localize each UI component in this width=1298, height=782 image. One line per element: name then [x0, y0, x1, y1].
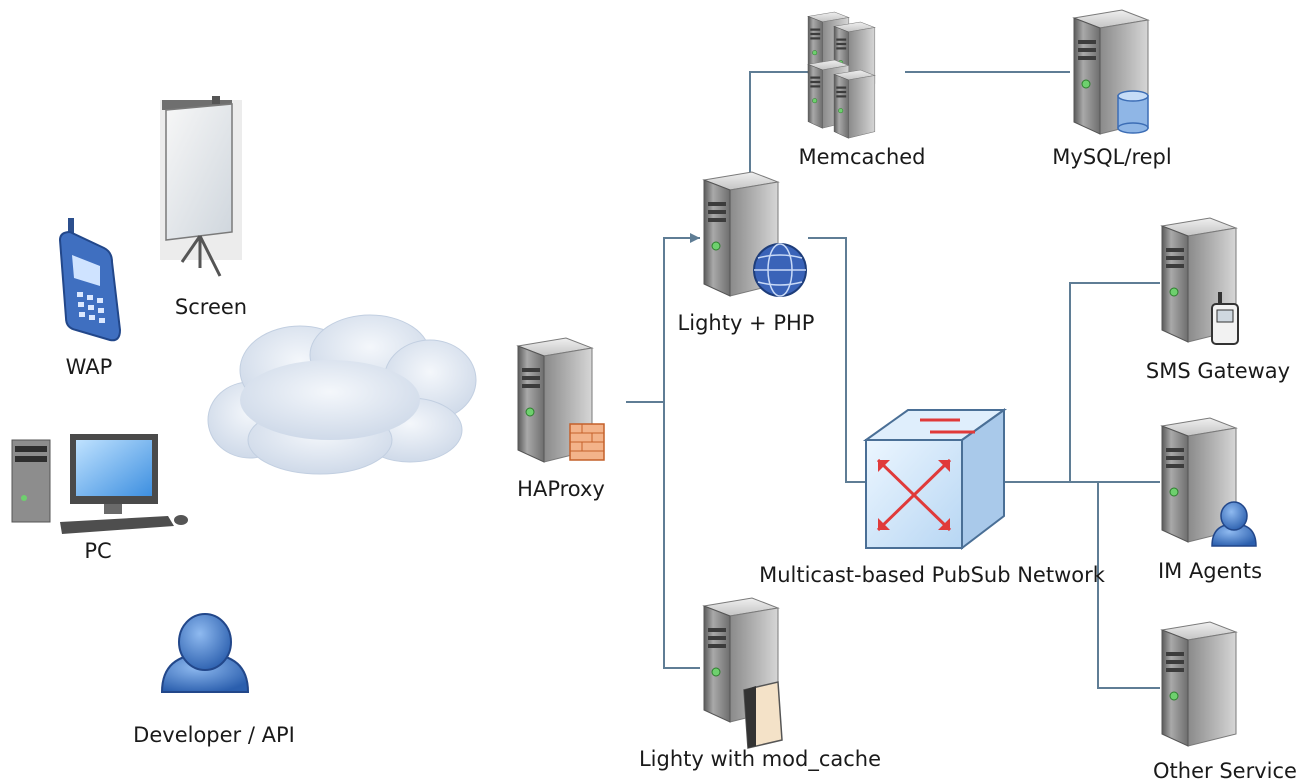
haproxy-server-icon: [517, 337, 605, 463]
person-icon: [1211, 501, 1257, 547]
im-agents-server-icon: [1161, 417, 1257, 547]
person-icon: [160, 613, 250, 693]
server-cluster-icon: [807, 11, 876, 139]
wap-node: WAP: [58, 218, 122, 379]
screen-label: Screen: [175, 295, 247, 319]
lighty-php-server-icon: [703, 171, 807, 297]
sms-gateway-node: SMS Gateway: [1146, 217, 1290, 383]
sms-gateway-label: SMS Gateway: [1146, 359, 1290, 383]
mobile-phone-icon: [1211, 292, 1239, 345]
desktop-computer-icon: [11, 434, 188, 534]
router-cube-icon: [862, 408, 1008, 551]
lighty-cache-label: Lighty with mod_cache: [639, 747, 881, 772]
other-service-label: Other Service: [1153, 759, 1297, 782]
database-icon: [1117, 90, 1149, 134]
arrow-head-icon: [690, 233, 700, 243]
other-service-node: Other Service: [1153, 621, 1297, 782]
developer-node: Developer / API: [133, 613, 295, 747]
lighty-cache-server-icon: [703, 597, 783, 749]
connector-php-memcached: [749, 71, 810, 176]
lighty-php-node: Lighty + PHP: [678, 171, 815, 335]
globe-icon: [753, 243, 807, 297]
mysql-node: MySQL/repl: [1052, 9, 1172, 169]
mysql-server-icon: [1073, 9, 1149, 135]
connector-other: [1097, 482, 1160, 689]
internet-cloud-icon: [207, 314, 477, 475]
connector-sms: [1069, 282, 1160, 482]
other-service-server-icon: [1161, 621, 1237, 747]
connector-haproxy-lighty-cache: [663, 402, 700, 669]
pubsub-label: Multicast-based PubSub Network: [759, 563, 1106, 587]
memcached-node: Memcached: [798, 11, 926, 169]
connector-php-pubsub: [808, 237, 868, 483]
lighty-cache-node: Lighty with mod_cache: [639, 597, 881, 772]
firewall-icon: [569, 423, 605, 461]
pc-node: PC: [11, 434, 188, 563]
haproxy-node: HAProxy: [517, 337, 605, 501]
projector-screen-icon: [160, 96, 242, 277]
connectors: [626, 71, 1160, 689]
lighty-php-label: Lighty + PHP: [678, 311, 815, 335]
im-agents-label: IM Agents: [1158, 559, 1262, 583]
pc-label: PC: [84, 539, 111, 563]
mobile-phone-icon: [58, 218, 122, 342]
screen-node: Screen: [160, 96, 247, 319]
pubsub-node: Multicast-based PubSub Network: [759, 408, 1106, 587]
connector-haproxy-lighty-php: [663, 237, 700, 402]
im-agents-node: IM Agents: [1158, 417, 1262, 583]
sms-gateway-server-icon: [1161, 217, 1239, 345]
wap-label: WAP: [66, 355, 113, 379]
mysql-label: MySQL/repl: [1052, 145, 1171, 169]
developer-label: Developer / API: [133, 723, 295, 747]
memcached-label: Memcached: [798, 145, 925, 169]
haproxy-label: HAProxy: [517, 477, 605, 501]
folder-document-icon: [743, 681, 783, 749]
